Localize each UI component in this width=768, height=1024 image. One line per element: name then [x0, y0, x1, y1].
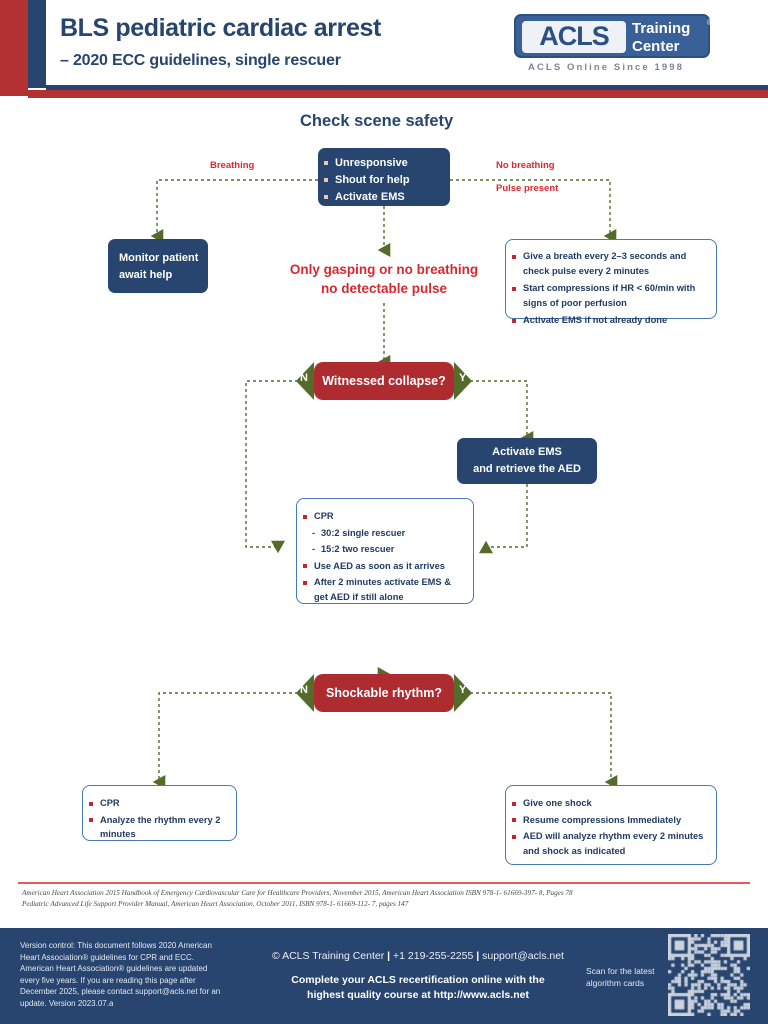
edge-label-pulse-present: Pulse present — [496, 183, 559, 194]
acls-training-center-logo: ACLS Training Center ® ACLS Online Since… — [514, 14, 722, 76]
header-blue-rule — [46, 85, 768, 90]
flow-connectors — [150, 179, 618, 789]
reference-line: Pediatric Advanced Life Support Provider… — [22, 900, 409, 908]
gasping-line-2: no detectable pulse — [320, 281, 448, 296]
monitor-line-2: await help — [119, 269, 173, 281]
scan-instruction: Scan for the latest algorithm cards — [586, 966, 662, 989]
list-item: Resume compressions Immediately — [510, 813, 708, 828]
activate-ems-line-1: Activate EMS — [492, 446, 562, 458]
witnessed-yes-label: Y — [459, 372, 467, 384]
header-red-edge — [0, 0, 28, 96]
qr-code[interactable] — [668, 934, 750, 1016]
gasping-line-1: Only gasping or no breathing — [289, 262, 479, 277]
list-item: Give a breath every 2–3 seconds and chec… — [510, 249, 708, 278]
activate-ems-line-2: and retrieve the AED — [473, 463, 581, 475]
not-shockable-actions-box: CPR Analyze the rhythm every 2 minutes — [82, 785, 237, 841]
cpr-details-list: CPR 30:2 single rescuer 15:2 two rescuer… — [301, 509, 465, 604]
list-item: Activate EMS — [322, 189, 440, 206]
list-item: Analyze the rhythm every 2 minutes — [87, 813, 228, 842]
monitor-patient-box: Monitor patient await help — [108, 239, 208, 293]
header-red-rule — [28, 90, 768, 98]
footer: Version control: This document follows 2… — [0, 928, 768, 1024]
header: BLS pediatric cardiac arrest – 2020 ECC … — [0, 0, 768, 96]
footer-phone[interactable]: +1 219-255-2255 — [393, 950, 474, 962]
start-assessment-box: Unresponsive Shout for help Activate EMS — [318, 148, 450, 206]
witnessed-no-label: N — [300, 372, 308, 384]
version-control-text: Version control: This document follows 2… — [20, 941, 221, 1008]
cpr-details-box: CPR 30:2 single rescuer 15:2 two rescuer… — [296, 498, 474, 604]
witnessed-no-triangle — [296, 362, 314, 400]
list-item: After 2 minutes activate EMS & get AED i… — [301, 575, 465, 604]
shockable-yes-label: Y — [459, 684, 467, 696]
references-divider — [18, 882, 750, 884]
list-item: Start compressions if HR < 60/min with s… — [510, 281, 708, 310]
shockable-no-label: N — [300, 684, 308, 696]
shockable-actions-box: Give one shock Resume compressions Immed… — [505, 785, 717, 865]
edge-label-breathing: Breathing — [210, 160, 255, 171]
list-item: Give one shock — [510, 796, 708, 811]
page-subtitle: – 2020 ECC guidelines, single rescuer — [60, 52, 341, 69]
logo-acls-text: ACLS — [522, 21, 626, 53]
page-title: BLS pediatric cardiac arrest — [60, 14, 381, 42]
activate-ems-retrieve-aed-box: Activate EMS and retrieve the AED — [457, 438, 597, 484]
scan-line-2: algorithm cards — [586, 977, 645, 988]
witnessed-collapse-decision: Witnessed collapse? — [314, 362, 454, 400]
list-item: 15:2 two rescuer — [301, 542, 465, 557]
shockable-list: Give one shock Resume compressions Immed… — [510, 796, 708, 858]
list-item: CPR — [87, 796, 228, 811]
check-scene-safety-title: Check scene safety — [300, 112, 454, 130]
footer-email[interactable]: support@acls.net — [482, 950, 564, 962]
shockable-yes-triangle — [454, 674, 472, 712]
footer-cta-line-1: Complete your ACLS recertification onlin… — [291, 974, 545, 986]
flowchart: Check scene safety Unresponsive Shout fo… — [0, 98, 768, 878]
logo-tagline: ACLS Online Since 1998 — [528, 62, 685, 73]
footer-cta[interactable]: Complete your ACLS recertification onlin… — [243, 973, 593, 1003]
rescue-breathing-list: Give a breath every 2–3 seconds and chec… — [510, 249, 708, 328]
reference-line: American Heart Association 2015 Handbook… — [22, 889, 573, 897]
footer-cta-line-2: highest quality course at http://www.acl… — [307, 989, 529, 1001]
list-item: Shout for help — [322, 172, 440, 189]
footer-contact-line: © ACLS Training Center | +1 219-255-2255… — [243, 950, 593, 962]
shockable-rhythm-decision: Shockable rhythm? — [314, 674, 454, 712]
not-shockable-list: CPR Analyze the rhythm every 2 minutes — [87, 796, 228, 842]
monitor-line-1: Monitor patient — [119, 252, 199, 264]
list-item: 30:2 single rescuer — [301, 526, 465, 541]
header-blue-edge — [28, 0, 46, 88]
logo-center-text: Center — [632, 38, 680, 55]
list-item: Activate EMS if not already done — [510, 313, 708, 328]
list-item: Use AED as soon as it arrives — [301, 559, 465, 574]
references: American Heart Association 2015 Handbook… — [22, 888, 722, 910]
list-item: AED will analyze rhythm every 2 minutes … — [510, 829, 708, 858]
scan-line-1: Scan for the latest — [586, 966, 655, 976]
logo-training-text: Training — [632, 20, 691, 37]
witnessed-yes-triangle — [454, 362, 472, 400]
footer-separator-2: | — [476, 950, 480, 962]
rescue-breathing-box: Give a breath every 2–3 seconds and chec… — [505, 239, 717, 325]
logo-plate: ACLS Training Center ® — [514, 14, 713, 58]
gasping-no-pulse-text: Only gasping or no breathing no detectab… — [264, 260, 504, 298]
list-item: CPR — [301, 509, 465, 524]
registered-trademark-icon: ® — [707, 18, 713, 27]
footer-separator-1: | — [387, 950, 391, 962]
list-item: Unresponsive — [322, 155, 440, 172]
footer-copyright: © ACLS Training Center — [272, 950, 385, 962]
shockable-no-triangle — [296, 674, 314, 712]
start-box-list: Unresponsive Shout for help Activate EMS — [322, 155, 440, 206]
edge-label-no-breathing: No breathing — [496, 160, 555, 171]
